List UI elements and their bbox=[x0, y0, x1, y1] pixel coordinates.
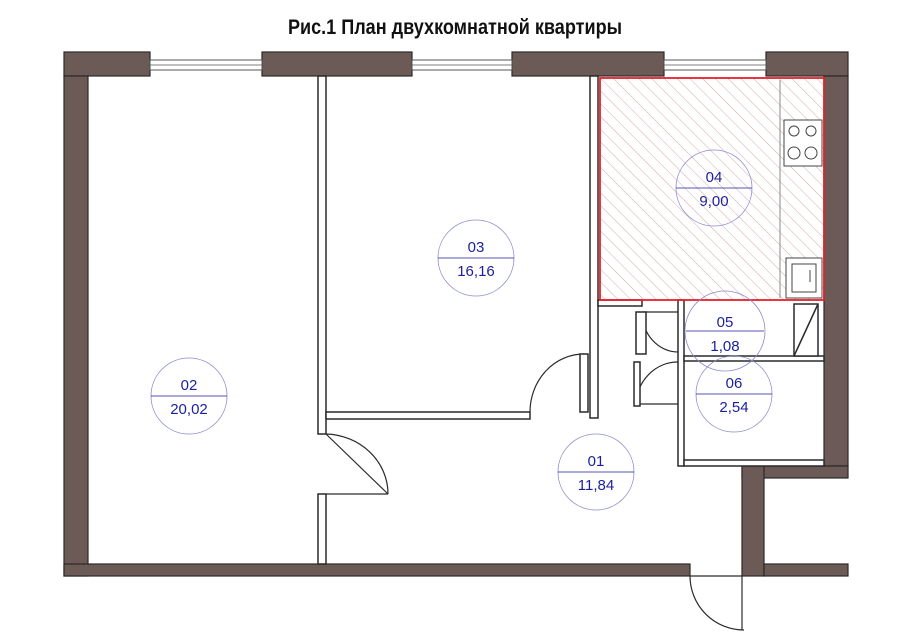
exterior-walls bbox=[63, 51, 849, 577]
room-label-02: 02 20,02 bbox=[150, 357, 228, 435]
doors bbox=[325, 311, 745, 631]
room-number: 01 bbox=[588, 453, 605, 470]
room-area: 16,16 bbox=[457, 263, 495, 280]
room-number: 03 bbox=[468, 239, 485, 256]
stove-icon bbox=[783, 119, 823, 167]
room-label-06: 06 2,54 bbox=[695, 355, 773, 433]
windows bbox=[149, 59, 767, 71]
room-area: 2,54 bbox=[719, 399, 748, 416]
page-title: Рис.1 План двухкомнатной квартиры bbox=[287, 16, 623, 39]
room-number: 05 bbox=[717, 314, 734, 331]
room-area: 20,02 bbox=[170, 401, 208, 418]
room-04-kitchen bbox=[599, 77, 825, 301]
room-number: 04 bbox=[706, 169, 723, 186]
room-label-04: 04 9,00 bbox=[675, 149, 753, 227]
room-label-01: 01 11,84 bbox=[557, 433, 635, 511]
room-label-03: 03 16,16 bbox=[437, 219, 515, 297]
sink-icon bbox=[785, 257, 823, 299]
interior-walls bbox=[317, 75, 825, 565]
room-area: 1,08 bbox=[710, 338, 739, 355]
room-number: 02 bbox=[181, 377, 198, 394]
room-number: 06 bbox=[726, 375, 743, 392]
room-area: 9,00 bbox=[699, 193, 728, 210]
room-label-05: 05 1,08 bbox=[684, 290, 766, 372]
room-area: 11,84 bbox=[578, 477, 614, 494]
